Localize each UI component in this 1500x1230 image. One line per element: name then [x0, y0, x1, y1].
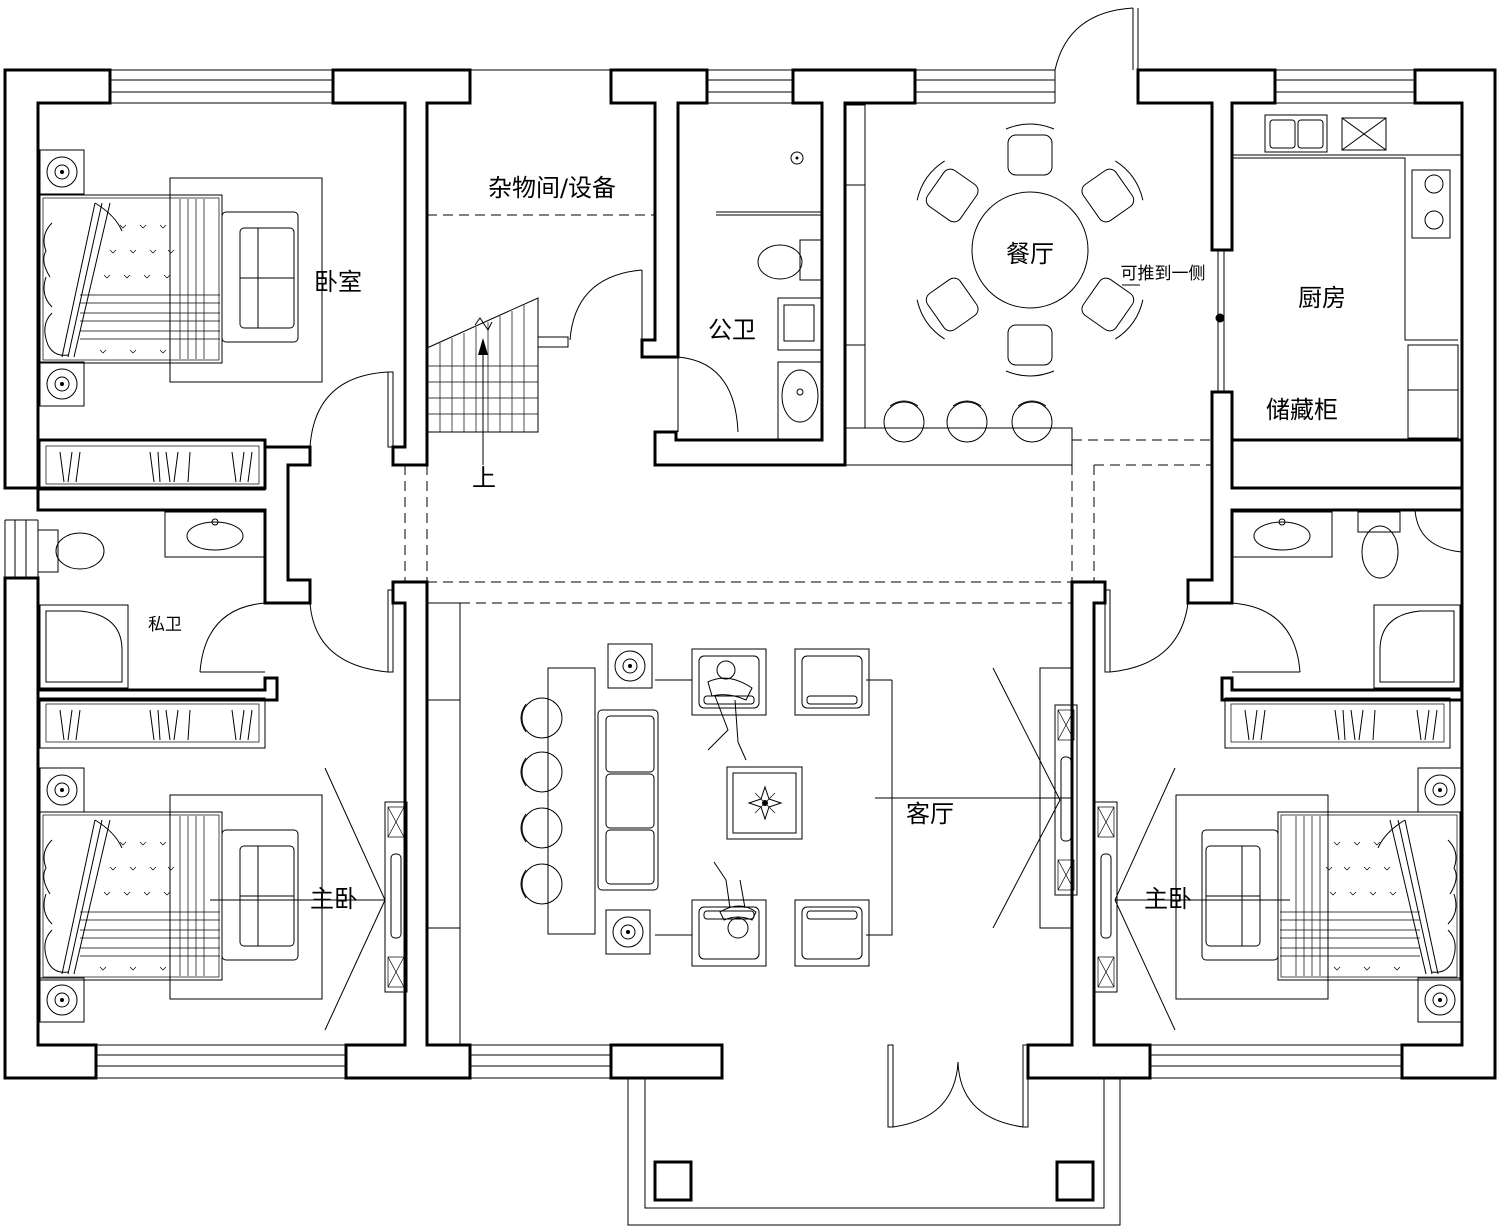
left-master-furniture: [39, 697, 408, 1031]
doors: [199, 7, 1301, 1128]
label-storage-cabinet: 储藏柜: [1266, 396, 1338, 424]
interior-walls: [36, 438, 1462, 702]
staircase: [426, 297, 569, 465]
room-labels: 卧室 杂物间/设备 公卫 餐厅 厨房 储藏柜 私卫 客厅 主卧 主卧 可推到一侧…: [148, 174, 1346, 913]
private-bath-fixtures: [37, 511, 266, 689]
label-bedroom: 卧室: [314, 268, 362, 296]
label-private-bath: 私卫: [148, 615, 182, 635]
dining-furniture: [844, 102, 1148, 466]
label-dining: 餐厅: [1006, 240, 1054, 268]
porch: [627, 1078, 1121, 1226]
living-room-furniture: [426, 602, 1078, 1046]
label-master-left: 主卧: [310, 885, 358, 913]
kitchen-fixtures: [1232, 114, 1462, 439]
public-bath-fixtures: [716, 151, 823, 441]
exterior-walls: [3, 68, 1497, 1080]
right-bath-fixtures: [1231, 509, 1463, 689]
dashed-lines: [404, 214, 1212, 604]
label-kitchen: 厨房: [1298, 284, 1346, 312]
right-master-furniture: [1094, 697, 1463, 1031]
label-living: 客厅: [906, 800, 954, 828]
label-sliding-door-note: 可推到一侧: [1121, 264, 1206, 284]
label-stair-up: 上: [472, 464, 496, 492]
windows: [4, 69, 1415, 1079]
label-public-bath: 公卫: [708, 316, 756, 344]
bedroom-furniture: [39, 149, 323, 491]
label-master-right: 主卧: [1144, 885, 1192, 913]
label-storage: 杂物间/设备: [488, 174, 616, 202]
